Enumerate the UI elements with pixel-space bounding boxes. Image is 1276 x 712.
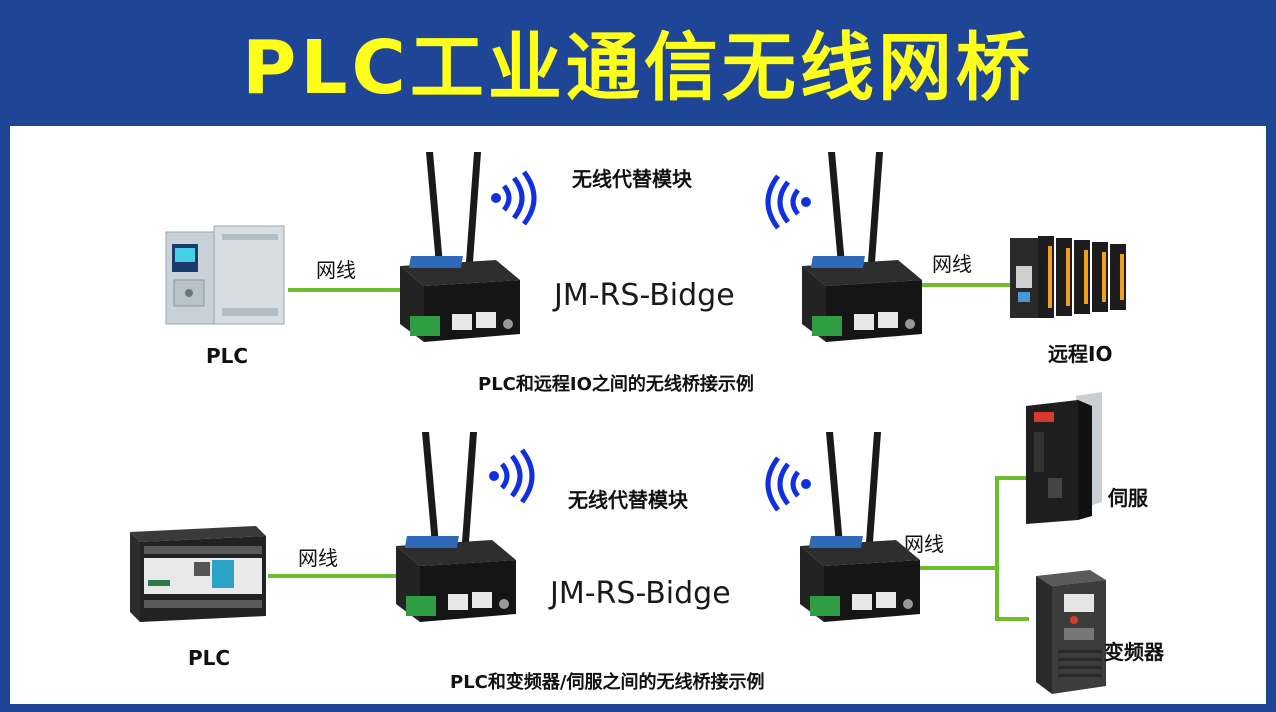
remote-io-icon xyxy=(1010,236,1126,318)
cable-label-left-row1: 网线 xyxy=(316,258,356,282)
frequency-converter-label: 变频器 xyxy=(1104,640,1164,664)
plc-icon xyxy=(130,526,266,622)
cable-router-to-io-row1 xyxy=(908,283,1012,287)
cable-router-to-drives-trunk xyxy=(908,566,998,570)
servo-drive-icon xyxy=(1026,392,1102,524)
model-label-row2: JM-RS-Bidge xyxy=(550,576,731,611)
diagram-panel: 网线 网线 无线代替模块 JM-RS-Bidge PLC xyxy=(10,126,1266,704)
servo-label: 伺服 xyxy=(1108,486,1148,510)
router-icon xyxy=(400,152,520,342)
page-title: PLC工业通信无线网桥 xyxy=(242,24,1034,111)
router-icon xyxy=(800,432,920,622)
wifi-signal-icon xyxy=(765,174,811,230)
router-icon xyxy=(802,152,922,342)
wifi-signal-icon xyxy=(491,170,537,226)
wireless-label-row2: 无线代替模块 xyxy=(568,488,688,512)
cable-label-left-row2: 网线 xyxy=(298,546,338,570)
router-icon xyxy=(396,432,516,622)
wireless-label-row1: 无线代替模块 xyxy=(572,167,692,191)
cable-label-right-row2: 网线 xyxy=(904,532,944,556)
cable-label-right-row1: 网线 xyxy=(932,252,972,276)
plc-label-row1: PLC xyxy=(206,344,249,368)
remote-io-label: 远程IO xyxy=(1048,342,1113,366)
plc-label-row2: PLC xyxy=(188,646,231,670)
model-label-row1: JM-RS-Bidge xyxy=(554,278,735,313)
caption-row2: PLC和变频器/伺服之间的无线桥接示例 xyxy=(450,672,765,693)
plc-icon xyxy=(165,225,285,325)
frequency-converter-icon xyxy=(1036,570,1106,694)
caption-row1: PLC和远程IO之间的无线桥接示例 xyxy=(478,374,754,395)
cable-plc-to-router-row2 xyxy=(268,574,402,578)
wifi-signal-icon xyxy=(765,456,811,512)
wifi-signal-icon xyxy=(489,448,535,504)
cable-to-servo xyxy=(995,476,1029,480)
cable-to-converter xyxy=(995,617,1029,621)
cable-plc-to-router-row1 xyxy=(288,288,406,292)
cable-drives-vertical xyxy=(995,476,999,620)
